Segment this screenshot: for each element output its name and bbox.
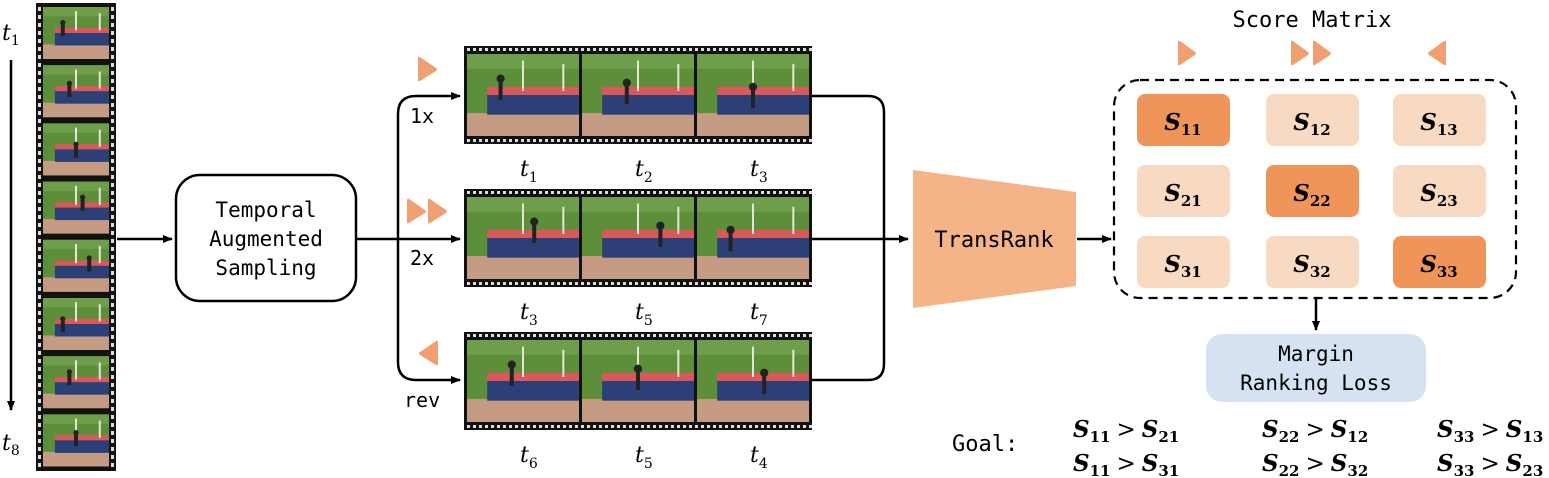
sampling-line1: Temporal <box>215 198 316 222</box>
branch-frame <box>467 340 579 422</box>
svg-text:S22: S22 <box>1293 180 1331 210</box>
branch-strip <box>464 332 812 430</box>
loss-line2: Ranking Loss <box>1240 371 1392 395</box>
score-cell: S31 <box>1137 236 1230 288</box>
input-frame <box>43 356 109 409</box>
branch-strip <box>464 46 812 144</box>
matrix-col1-icon <box>1178 40 1196 66</box>
score-cell: S32 <box>1266 236 1359 288</box>
transrank-label: TransRank <box>934 228 1053 253</box>
sampling-line3: Sampling <box>215 256 316 280</box>
sampling-line2: Augmented <box>209 227 323 251</box>
score-cell: S21 <box>1137 165 1230 217</box>
input-frame <box>43 414 109 467</box>
goal-label: Goal: <box>952 432 1018 457</box>
frame-time-label: t6 <box>520 443 538 472</box>
score-cell: S13 <box>1393 94 1486 146</box>
input-frame <box>43 239 109 292</box>
time-end-label: t8 <box>2 431 20 459</box>
branch-frame <box>697 54 809 136</box>
input-frame <box>43 7 109 59</box>
branch-film-strips <box>464 46 812 430</box>
goal-inequality: S11>S31 <box>1073 450 1179 478</box>
score-cell: S33 <box>1393 236 1486 288</box>
branch-label-rev: rev <box>404 388 440 412</box>
svg-text:S12: S12 <box>1293 109 1331 139</box>
frame-time-label: t2 <box>635 157 653 186</box>
svg-text:S23: S23 <box>1420 180 1458 210</box>
branch-frame <box>582 340 694 422</box>
branch-strip <box>464 189 812 287</box>
speed-1x-icon <box>418 56 437 82</box>
speed-2x-icon <box>407 198 447 224</box>
branch-label-1x: 1x <box>410 104 434 128</box>
svg-text:S32: S32 <box>1293 251 1331 281</box>
score-cell: S22 <box>1266 165 1359 217</box>
margin-ranking-loss-box: Margin Ranking Loss <box>1206 334 1426 402</box>
score-cell: S12 <box>1266 94 1359 146</box>
branch-frame <box>697 197 809 279</box>
score-matrix-title: Score Matrix <box>1233 8 1392 33</box>
frame-time-label: t5 <box>635 443 653 472</box>
goal-inequality: S22>S32 <box>1262 450 1368 478</box>
goal-inequality: S22>S12 <box>1262 416 1368 446</box>
frame-time-label: t4 <box>750 443 768 472</box>
score-cell: S11 <box>1137 94 1230 146</box>
branch-frame <box>582 54 694 136</box>
svg-text:S33: S33 <box>1420 251 1458 281</box>
goal-inequality: S11>S21 <box>1073 416 1179 446</box>
branch-label-2x: 2x <box>410 246 434 270</box>
input-frame <box>43 65 109 118</box>
frame-time-label: t3 <box>750 157 768 186</box>
frame-time-label: t7 <box>750 300 768 329</box>
score-cell: S23 <box>1393 165 1486 217</box>
svg-text:S21: S21 <box>1164 180 1202 210</box>
merge-connectors <box>812 94 909 382</box>
matrix-col3-icon <box>1428 40 1446 66</box>
goal-inequality: S33>S13 <box>1437 416 1543 446</box>
goal-inequality: S33>S23 <box>1437 450 1543 478</box>
input-frame <box>43 298 109 350</box>
svg-text:S13: S13 <box>1420 109 1458 139</box>
svg-text:S11: S11 <box>1164 109 1202 139</box>
frame-time-label: t5 <box>635 300 653 329</box>
svg-text:S31: S31 <box>1164 251 1202 281</box>
input-video-strip <box>36 3 116 471</box>
reverse-icon <box>419 340 438 366</box>
input-frame <box>43 123 109 176</box>
frame-time-label: t3 <box>520 300 538 329</box>
frame-time-label: t1 <box>520 157 538 186</box>
time-start-label: t1 <box>2 21 20 49</box>
loss-line1: Margin <box>1278 342 1354 366</box>
input-frame <box>43 181 109 234</box>
branch-frame <box>697 340 809 422</box>
time-axis: t1 t8 <box>2 21 20 459</box>
branch-frame <box>467 54 579 136</box>
branch-frame <box>467 197 579 279</box>
matrix-col2-icon <box>1291 40 1331 66</box>
branch-time-labels: t1 t2 t3 t3 t5 t7 t6 t5 t4 <box>520 157 768 472</box>
branch-connectors <box>356 92 461 384</box>
branch-frame <box>582 197 694 279</box>
transrank-model: TransRank <box>913 170 1076 308</box>
temporal-augmented-sampling-box: Temporal Augmented Sampling <box>174 173 358 303</box>
